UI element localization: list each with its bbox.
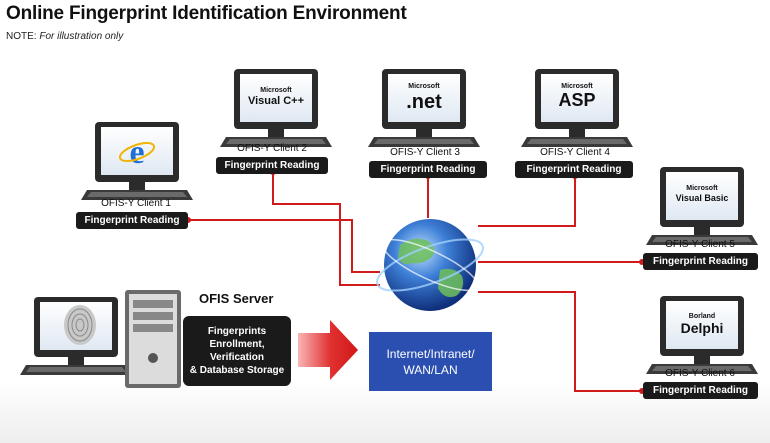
svg-text:Microsoft: Microsoft	[686, 185, 718, 192]
asp-logo: Microsoft ASP	[558, 83, 595, 110]
server-desc-line: Verification	[210, 352, 264, 363]
client-name: OFIS-Y Client 6	[665, 368, 735, 379]
client5-monitor-icon	[646, 167, 758, 245]
visual-basic-logo: Microsoft Visual Basic	[676, 185, 729, 203]
server-description: Fingerprints Enrollment, Verification & …	[183, 316, 291, 386]
fingerprint-reading-badge: Fingerprint Reading	[643, 253, 758, 270]
server-computer-icon	[20, 290, 181, 388]
svg-text:Microsoft: Microsoft	[408, 83, 440, 90]
connector-client4	[478, 176, 576, 227]
client-name: OFIS-Y Client 2	[237, 143, 307, 154]
dotnet-logo: Microsoft .net	[406, 83, 442, 113]
internet-explorer-icon: e	[118, 134, 156, 171]
network-box: Internet/Intranet/ WAN/LAN	[369, 332, 492, 391]
fingerprint-reading-badge: Fingerprint Reading	[515, 161, 633, 178]
illustration-note: NOTE: For illustration only	[6, 31, 123, 42]
network-line-2: WAN/LAN	[403, 362, 458, 377]
network-line-1: Internet/Intranet/	[386, 346, 475, 361]
connector-lines	[188, 172, 642, 392]
page-title: Online Fingerprint Identification Enviro…	[6, 3, 407, 24]
svg-text:Microsoft: Microsoft	[561, 83, 593, 90]
connector-client6	[478, 291, 642, 392]
svg-text:Visual C++: Visual C++	[248, 95, 304, 107]
server-desc-line: Fingerprints	[207, 326, 267, 337]
note-prefix: NOTE:	[6, 31, 40, 42]
server-desc-line: & Database Storage	[189, 365, 285, 376]
client-name: OFIS-Y Client 1	[101, 198, 171, 209]
server-title: OFIS Server	[199, 291, 274, 306]
delphi-logo: Borland Delphi	[681, 313, 724, 336]
server-desc-line: Enrollment,	[209, 339, 265, 350]
connector-client2	[272, 172, 380, 286]
svg-text:.net: .net	[406, 91, 442, 113]
client-name: OFIS-Y Client 4	[540, 147, 610, 158]
note-text: For illustration only	[39, 31, 124, 42]
fingerprint-reading-badge: Fingerprint Reading	[216, 157, 328, 174]
fingerprint-reading-badge: Fingerprint Reading	[369, 161, 487, 178]
svg-text:Visual Basic: Visual Basic	[676, 193, 729, 203]
client-name: OFIS-Y Client 5	[665, 239, 735, 250]
visual-cpp-logo: Microsoft Visual C++	[248, 87, 304, 107]
globe-icon	[376, 219, 484, 311]
svg-text:ASP: ASP	[558, 90, 595, 110]
svg-text:Borland: Borland	[689, 313, 715, 320]
fingerprint-reading-badge: Fingerprint Reading	[643, 382, 758, 399]
svg-text:e: e	[129, 134, 144, 171]
client2-monitor-icon	[220, 69, 332, 147]
svg-text:Delphi: Delphi	[681, 320, 724, 336]
fingerprint-reading-badge: Fingerprint Reading	[76, 212, 188, 229]
flow-arrow-icon	[298, 320, 358, 380]
connector-client1	[188, 219, 380, 273]
client-name: OFIS-Y Client 3	[390, 147, 460, 158]
svg-text:Microsoft: Microsoft	[260, 87, 292, 94]
